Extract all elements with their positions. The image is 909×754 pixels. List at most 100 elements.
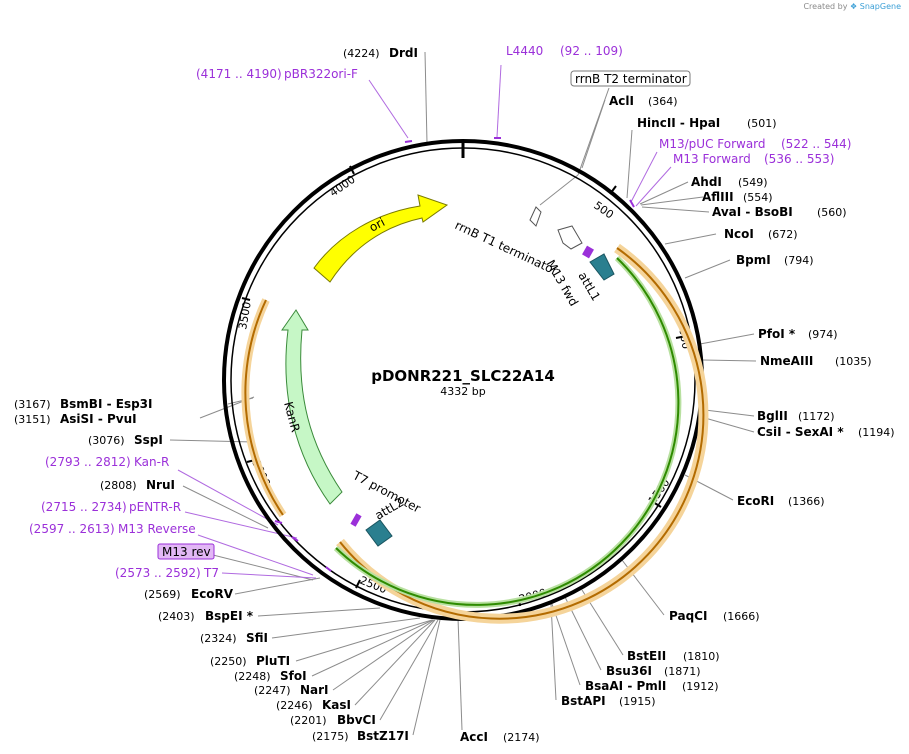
primer-name: M13 Forward	[673, 152, 751, 166]
tick-4000: 4000	[327, 173, 357, 200]
enzyme-name: BpmI	[736, 253, 771, 267]
rrnb-t2-box	[570, 70, 691, 87]
enzyme-pos: (2324)	[200, 632, 237, 645]
m13rev-box	[157, 543, 215, 560]
enzyme-pos: (1810)	[683, 650, 720, 663]
enzyme-name: Bsu36I	[606, 664, 652, 678]
primer-range: (92 .. 109)	[560, 44, 623, 58]
primer-range: (2793 .. 2812)	[45, 455, 131, 469]
enzyme-name: EcoRV	[191, 587, 234, 601]
enzyme-pos: (2247)	[254, 684, 291, 697]
plasmid-length: 4332 bp	[440, 385, 485, 398]
enzyme-pos: (2808)	[100, 479, 137, 492]
primer-range: (536 .. 553)	[764, 152, 834, 166]
enzyme-pos: (2569)	[144, 588, 181, 601]
enzyme-name: NmeAIII	[760, 354, 813, 368]
enzyme-name: HincII - HpaI	[637, 116, 720, 130]
enzyme-pos: (2201)	[290, 714, 327, 727]
enzyme-name: BbvCI	[337, 713, 376, 727]
tick-3500: 3500	[236, 301, 254, 331]
orange-arc-left-line	[244, 299, 284, 516]
snapgene-logo: ❖ SnapGene	[850, 2, 901, 11]
enzyme-pos: (1915)	[619, 695, 656, 708]
enzyme-pos: (1035)	[835, 355, 872, 368]
t7-marker	[350, 513, 362, 527]
enzyme-pos: (1194)	[858, 426, 895, 439]
enzyme-name: NruI	[146, 478, 175, 492]
enzymes-right: AclI (364) HincII - HpaI (501) AhdI (549…	[460, 94, 895, 744]
enzyme-name: AsiSI - PvuI	[60, 412, 137, 426]
primer-range: (522 .. 544)	[781, 137, 851, 151]
enzyme-name: BglII	[757, 409, 788, 423]
enzyme-pos: (2248)	[234, 670, 271, 683]
enzyme-pos: (2250)	[210, 655, 247, 668]
primer-name: M13 Reverse	[118, 522, 196, 536]
credit-prefix: Created by	[803, 2, 848, 11]
enzyme-name: AvaI - BsoBI	[712, 205, 793, 219]
primer-name: pBR322ori-F	[284, 67, 358, 81]
primer-range: (2715 .. 2734)	[41, 500, 127, 514]
attl1-arrow	[589, 253, 615, 281]
rrnb-t1-label: rrnB T1 terminator	[453, 218, 560, 278]
enzyme-pos: (1172)	[798, 410, 835, 423]
enzyme-name: PluTI	[256, 654, 290, 668]
enzyme-pos: (3167)	[14, 398, 51, 411]
enzyme-name: BspEI *	[205, 609, 254, 623]
primer-range: (2573 .. 2592)	[115, 566, 201, 580]
enzyme-pos: (2246)	[276, 699, 313, 712]
green-arc-line	[335, 257, 680, 606]
snapgene-credit: Created by ❖ SnapGene	[803, 2, 901, 11]
enzyme-name: AhdI	[691, 175, 722, 189]
enzyme-name: BsmBI - Esp3I	[60, 397, 152, 411]
enzyme-name: AccI	[460, 730, 488, 744]
ori-label: ori	[367, 215, 387, 235]
enzyme-pos: (1871)	[664, 665, 701, 678]
enzymes-left: (4224) DrdI (3167) BsmBI - Esp3I (3151) …	[14, 46, 418, 743]
rrnb-t2-label: rrnB T2 terminator	[575, 72, 687, 86]
enzyme-pos: (2403)	[158, 610, 195, 623]
enzyme-name: SfiI	[246, 631, 268, 645]
primer-range: (2597 .. 2613)	[29, 522, 115, 536]
enzyme-name: BstEII	[627, 649, 666, 663]
primer-name: M13/pUC Forward	[659, 137, 766, 151]
attl2-arrow	[365, 519, 393, 547]
ori-arrow	[313, 194, 449, 283]
primer-ticks	[274, 137, 635, 572]
enzyme-pos: (2174)	[503, 731, 540, 744]
enzyme-name: AflIII	[702, 190, 734, 204]
primer-name: T7	[203, 566, 219, 580]
kanr-arrow	[281, 309, 343, 505]
enzyme-name: CsiI - SexAI *	[757, 425, 844, 439]
enzyme-name: AclI	[609, 94, 634, 108]
enzyme-name: NcoI	[724, 227, 754, 241]
enzyme-name: BsaAI - PmlI	[585, 679, 666, 693]
enzyme-name: NarI	[300, 683, 329, 697]
enzyme-name: KasI	[322, 698, 351, 712]
rrnb-t2-arrow	[529, 206, 542, 227]
insert-arcs	[241, 243, 709, 624]
enzyme-pos: (501)	[747, 117, 777, 130]
enzyme-name: PaqCI	[669, 609, 707, 623]
enzyme-pos: (3151)	[14, 413, 51, 426]
primer-labels: L4440 (92 .. 109) (4171 .. 4190) pBR322o…	[29, 44, 851, 580]
m13fwd-label: M13 fwd	[543, 258, 581, 309]
credit-brand: SnapGene	[859, 2, 901, 11]
primer-name: Kan-R	[134, 455, 169, 469]
primer-name: pENTR-R	[129, 500, 181, 514]
enzyme-pos: (2175)	[312, 730, 349, 743]
enzyme-name: PfoI *	[758, 327, 796, 341]
enzyme-pos: (1366)	[788, 495, 825, 508]
primer-leaders	[177, 64, 672, 579]
primer-range: (4171 .. 4190)	[196, 67, 282, 81]
m13rev-label: M13 rev	[162, 545, 211, 559]
enzyme-name: SfoI	[280, 669, 307, 683]
enzyme-pos: (4224)	[343, 47, 380, 60]
enzyme-pos: (974)	[808, 328, 838, 341]
primer-name: L4440	[506, 44, 543, 58]
enzyme-name: BstAPI	[561, 694, 606, 708]
enzyme-pos: (794)	[784, 254, 814, 267]
enzyme-name: SspI	[134, 433, 163, 447]
enzyme-pos: (1912)	[682, 680, 719, 693]
enzyme-pos: (672)	[768, 228, 798, 241]
